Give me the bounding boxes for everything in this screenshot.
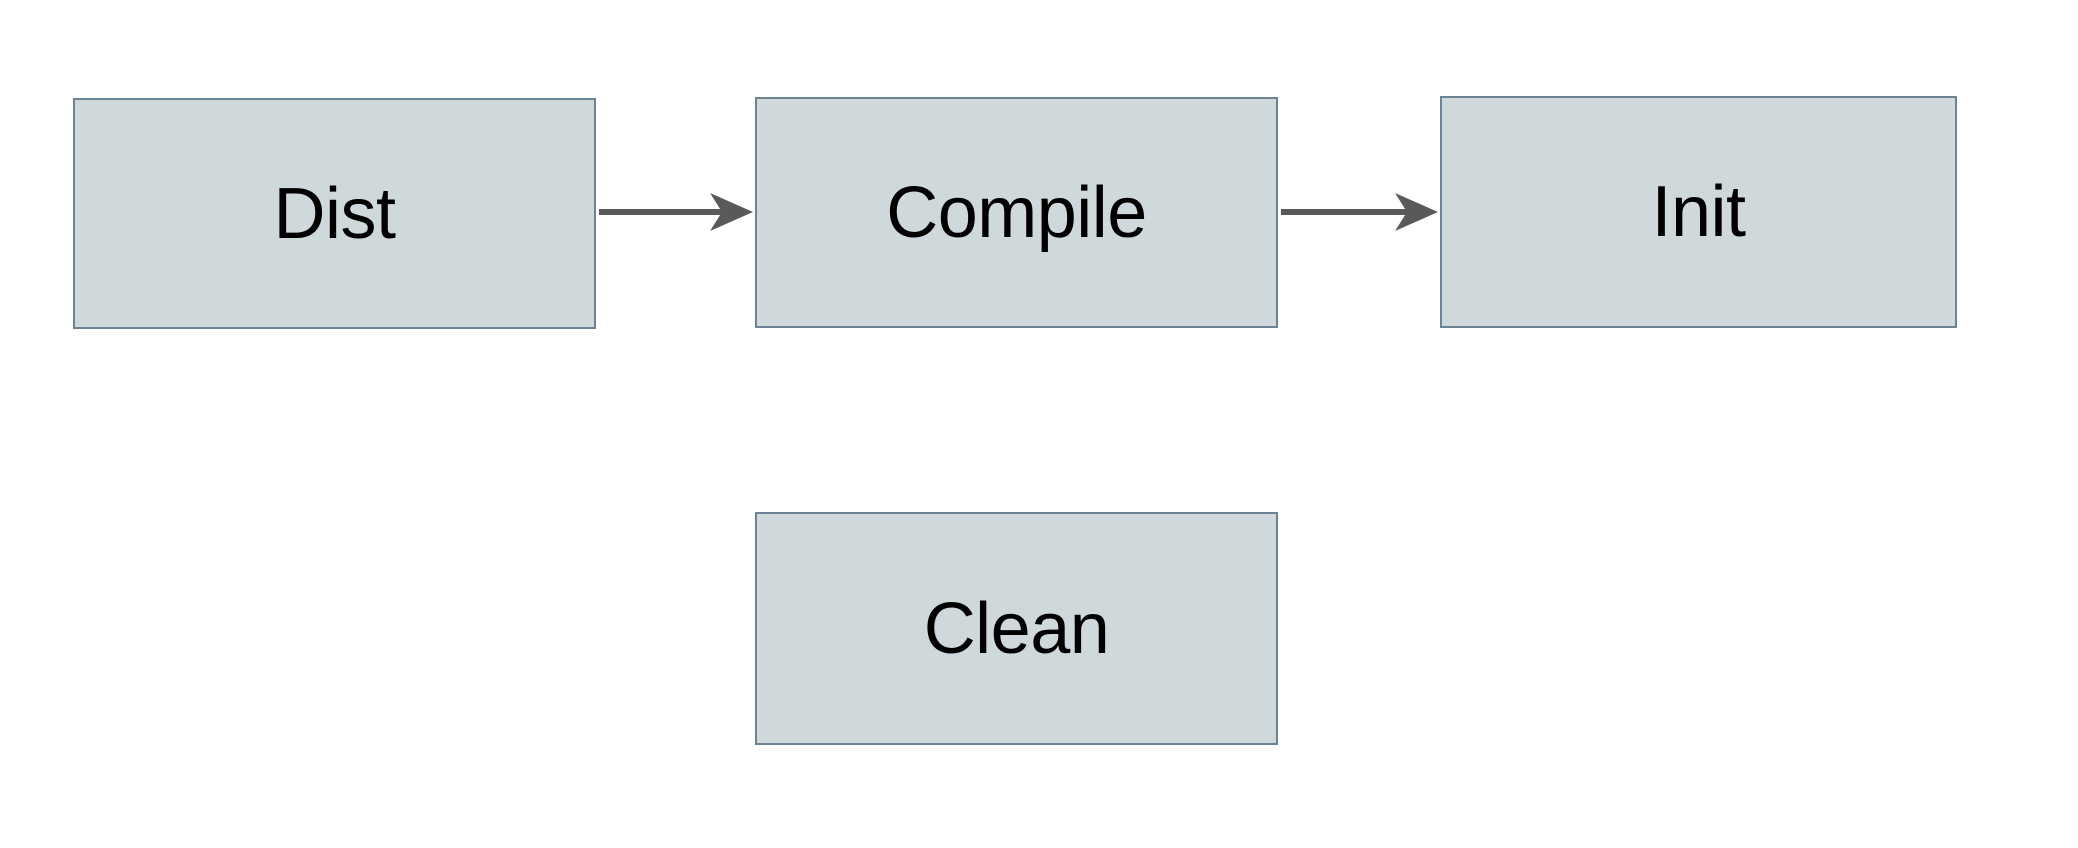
- edge-dist-to-compile-arrowhead: [710, 193, 753, 231]
- node-init-label: Init: [1651, 172, 1746, 252]
- node-dist-label: Dist: [273, 173, 397, 254]
- node-clean[interactable]: Clean: [755, 512, 1278, 745]
- edge-dist-to-compile[interactable]: [599, 193, 753, 231]
- node-clean-label: Clean: [923, 588, 1110, 669]
- edge-compile-to-init-arrowhead: [1395, 193, 1438, 231]
- node-init[interactable]: Init: [1440, 96, 1957, 328]
- node-compile[interactable]: Compile: [755, 97, 1278, 328]
- node-compile-label: Compile: [886, 172, 1147, 253]
- node-dist[interactable]: Dist: [73, 98, 596, 329]
- edge-compile-to-init[interactable]: [1281, 193, 1438, 231]
